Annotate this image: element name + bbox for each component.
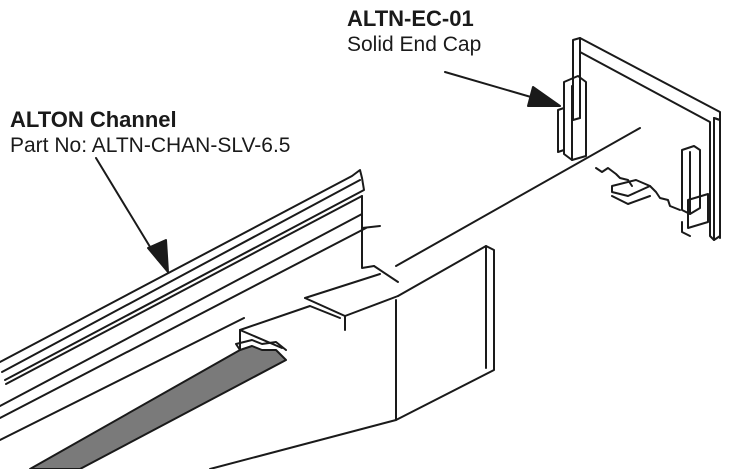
channel-part-number-label: Part No: ALTN-CHAN-SLV-6.5 [10,134,291,157]
led-strip [29,339,287,470]
channel-callout: ALTON Channel Part No: ALTN-CHAN-SLV-6.5 [10,107,290,159]
endcap-leader-arrow [444,71,561,107]
endcap-code-label: ALTN-EC-01 [347,6,474,31]
endcap-description-label: Solid End Cap [347,33,482,56]
alton-channel-profile [0,169,495,470]
channel-name-label: ALTON Channel [10,107,177,132]
channel-leader-arrow [95,157,169,273]
assembly-guide-line [395,127,641,267]
endcap-callout: ALTN-EC-01 Solid End Cap [347,6,481,58]
end-cap-part [557,37,721,241]
